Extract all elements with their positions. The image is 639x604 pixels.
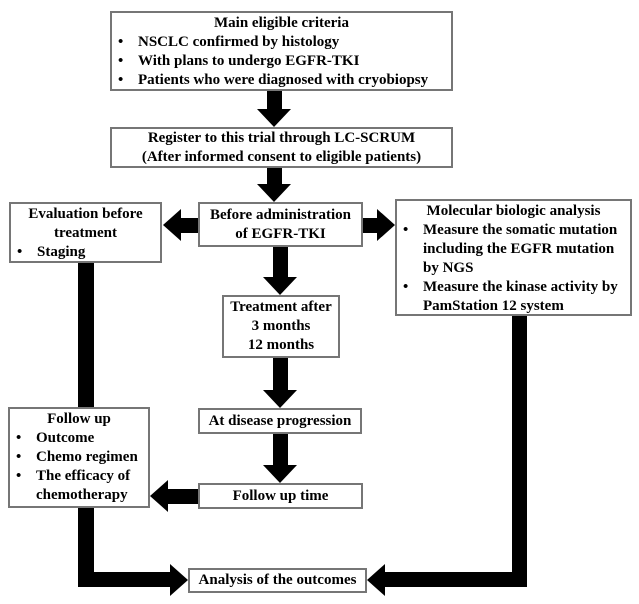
box-line: At disease progression	[208, 412, 352, 429]
box-follow-up-time: Follow up time	[198, 483, 363, 509]
box-molecular-biologic-analysis: Molecular biologic analysis • Measure th…	[395, 199, 632, 316]
box-before-administration: Before administration of EGFR-TKI	[198, 202, 363, 247]
box-title: Main eligible criteria	[214, 15, 349, 31]
box-line: Treatment after	[230, 299, 332, 315]
bullet-dot-icon: •	[17, 244, 23, 260]
box-register-trial: Register to this trial through LC-SCRUM …	[110, 127, 453, 168]
bullet-text: Chemo regimen	[36, 449, 138, 465]
bullet-dot-icon: •	[16, 430, 22, 446]
connector-evaluation-to-followup	[78, 263, 94, 407]
bullet-text: Measure the kinase activity by PamStatio…	[423, 279, 618, 314]
arrow-followuptime-to-followup-head-icon	[150, 480, 168, 512]
connector-molecular-to-analysis-vertical	[512, 316, 527, 587]
bullet-item: • Outcome	[10, 429, 148, 448]
arrow-progression-to-followuptime-head-icon	[263, 465, 297, 483]
box-line: 3 months	[251, 318, 311, 334]
box-line: Register to this trial through LC-SCRUM	[147, 129, 416, 146]
bullet-dot-icon: •	[16, 468, 22, 484]
arrow-treatment-to-progression-shaft	[273, 358, 288, 390]
arrow-main-to-register-shaft	[267, 91, 282, 110]
connector-followup-to-analysis-horizontal	[78, 572, 170, 587]
bullet-item: • Chemo regimen	[10, 448, 148, 467]
connector-followup-to-analysis-vertical	[78, 508, 94, 587]
box-treatment-after: Treatment after 3 months 12 months	[222, 295, 340, 358]
bullet-text: NSCLC confirmed by histology	[138, 34, 340, 50]
arrow-beforeadmin-to-evaluation-head-icon	[163, 209, 181, 241]
connector-followup-to-analysis-head-icon	[170, 564, 188, 596]
box-line: Analysis of the outcomes	[198, 572, 357, 588]
arrow-beforeadmin-to-treatment-head-icon	[263, 277, 297, 295]
box-at-disease-progression: At disease progression	[198, 408, 362, 434]
bullet-text: Measure the somatic mutation including t…	[423, 222, 618, 276]
box-title: Molecular biologic analysis	[426, 203, 601, 219]
box-main-eligible-criteria: Main eligible criteria • NSCLC confirmed…	[110, 11, 453, 91]
arrow-register-to-beforeadmin-head-icon	[257, 184, 291, 202]
box-line: (After informed consent to eligible pati…	[141, 148, 422, 165]
bullet-item: • NSCLC confirmed by histology	[112, 33, 451, 52]
bullet-dot-icon: •	[118, 72, 124, 88]
bullet-text: The efficacy of chemotherapy	[36, 468, 131, 503]
box-line: of EGFR-TKI	[235, 225, 326, 242]
box-title: Evaluation before treatment	[28, 206, 143, 241]
arrow-beforeadmin-to-treatment-shaft	[273, 247, 288, 277]
box-follow-up: Follow up • Outcome • Chemo regimen • Th…	[8, 407, 150, 508]
bullet-dot-icon: •	[118, 53, 124, 69]
bullet-dot-icon: •	[403, 222, 409, 238]
bullet-item: • Measure the kinase activity by PamStat…	[397, 278, 630, 316]
arrow-followuptime-to-followup-shaft	[168, 489, 198, 504]
bullet-text: Outcome	[36, 430, 95, 446]
arrow-progression-to-followuptime-shaft	[273, 434, 288, 465]
connector-molecular-to-analysis-horizontal	[385, 572, 527, 587]
arrow-beforeadmin-to-evaluation-shaft	[181, 218, 198, 233]
box-analysis-of-outcomes: Analysis of the outcomes	[188, 568, 367, 593]
bullet-item: • Measure the somatic mutation including…	[397, 221, 630, 278]
bullet-dot-icon: •	[403, 279, 409, 295]
bullet-text: Staging	[37, 244, 86, 260]
arrow-main-to-register-head-icon	[257, 109, 291, 127]
bullet-item: • The efficacy of chemotherapy	[10, 467, 148, 505]
arrow-register-to-beforeadmin-shaft	[267, 168, 282, 185]
bullet-text: Patients who were diagnosed with cryobio…	[138, 72, 429, 88]
bullet-dot-icon: •	[16, 449, 22, 465]
connector-molecular-to-analysis-head-icon	[367, 564, 385, 596]
bullet-dot-icon: •	[118, 34, 124, 50]
box-evaluation-before-treatment: Evaluation before treatment • Staging	[9, 202, 162, 263]
box-line: Before administration	[210, 206, 351, 223]
bullet-item: • Patients who were diagnosed with cryob…	[112, 71, 451, 90]
bullet-item: • Staging	[11, 243, 160, 262]
arrow-beforeadmin-to-molecular-shaft	[363, 218, 377, 233]
bullet-item: • With plans to undergo EGFR-TKI	[112, 52, 451, 71]
bullet-text: With plans to undergo EGFR-TKI	[138, 53, 360, 69]
box-line: Follow up time	[232, 487, 329, 504]
arrow-beforeadmin-to-molecular-head-icon	[377, 209, 395, 241]
box-title: Follow up	[47, 411, 111, 427]
arrow-treatment-to-progression-head-icon	[263, 390, 297, 408]
box-line: 12 months	[247, 337, 315, 353]
